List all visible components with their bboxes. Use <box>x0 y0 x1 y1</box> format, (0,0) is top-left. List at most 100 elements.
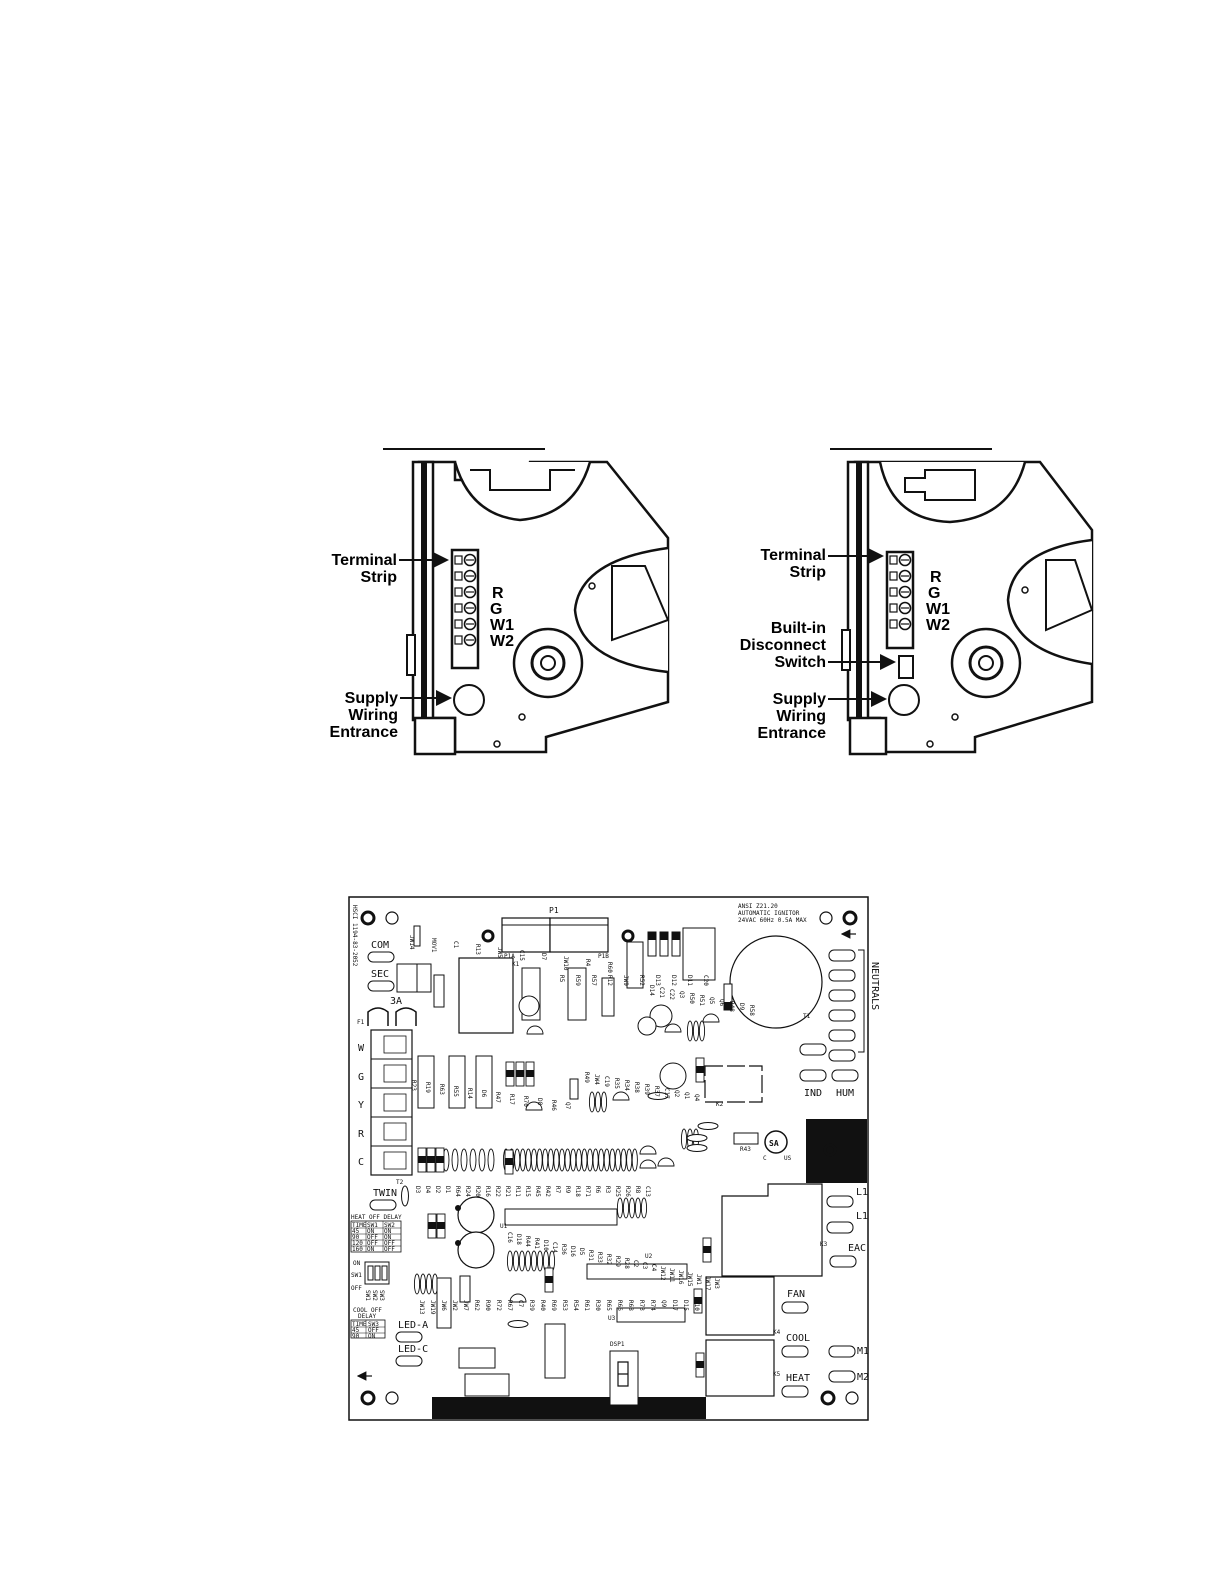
component-label: R36 <box>560 1244 567 1255</box>
right-disconnect-label-1: Built-in <box>771 620 826 637</box>
label-t2: T2 <box>396 1179 404 1186</box>
dip-sw-1: SW1 <box>364 1290 371 1301</box>
r19 <box>448 1055 466 1109</box>
resistor <box>631 1148 638 1172</box>
heat-delay-cell: ON <box>384 1234 392 1241</box>
component-label: C22 <box>668 989 675 1000</box>
pad-heat <box>781 1385 809 1398</box>
csa-mark-text: SA <box>769 1139 779 1148</box>
component-label: JW12 <box>659 1266 666 1281</box>
terminal-square <box>454 555 463 565</box>
dip-on: ON <box>353 1260 361 1267</box>
diode-band <box>505 1158 513 1165</box>
component-label: R57 <box>590 975 597 986</box>
component-label: JW16 <box>677 1270 684 1285</box>
dip-off: OFF <box>351 1285 362 1292</box>
component-label: JW19 <box>429 1300 436 1315</box>
component-label: C4 <box>650 1264 657 1272</box>
diode-band <box>696 1066 704 1073</box>
left-port-inner <box>611 565 670 642</box>
component-label: D2 <box>434 1186 441 1194</box>
component-label: R68 <box>627 1300 634 1311</box>
label-p1: P1 <box>549 906 559 915</box>
right-term-w2: W2 <box>926 617 950 634</box>
component-label: R70 <box>522 1096 529 1107</box>
component-label: JW2 <box>451 1300 458 1311</box>
board-header-1: ANSI Z21.20 <box>738 903 778 910</box>
label-fan: FAN <box>787 1289 805 1300</box>
jw-block <box>436 1277 452 1329</box>
board-black-block <box>806 1119 867 1183</box>
terminal-square <box>454 619 463 629</box>
component-label: Q7 <box>564 1102 571 1110</box>
pad-led-c <box>395 1355 423 1367</box>
component-label: C13 <box>644 1186 651 1197</box>
diode-row-left <box>417 1013 720 1378</box>
r69-block <box>544 1323 566 1379</box>
label-sec: SEC <box>371 969 389 980</box>
component-label: D7 <box>540 953 547 961</box>
csa-us: US <box>784 1155 792 1162</box>
resistor <box>581 1148 588 1172</box>
resistor <box>506 1250 514 1272</box>
r52-block <box>626 941 644 989</box>
transistor <box>526 1025 544 1035</box>
r13 <box>433 974 445 1008</box>
pad-led-a <box>395 1331 423 1343</box>
cap-c15 <box>518 995 540 1017</box>
component-label: JW13 <box>418 1300 425 1315</box>
right-supply-label-1: Supply <box>773 691 826 708</box>
terminal-square <box>889 603 898 613</box>
right-terminal-label-1: Terminal <box>761 547 827 564</box>
seven-seg <box>617 1361 629 1387</box>
label-k3: K3 <box>820 1241 828 1248</box>
diode-band <box>516 1070 524 1077</box>
component-label: Q3 <box>678 991 685 999</box>
component-label: R30 <box>594 1300 601 1311</box>
neutral-pad <box>828 1009 856 1022</box>
component-label: R26 <box>624 1186 631 1197</box>
left-screw-b <box>493 740 501 748</box>
heat-delay-cell: OFF <box>367 1240 378 1247</box>
display-dsp1 <box>609 1350 639 1406</box>
resistor <box>514 1148 521 1172</box>
term-g: G <box>358 1072 364 1083</box>
pad-twin <box>369 1199 397 1211</box>
component-label: C1 <box>452 941 459 949</box>
diode-band <box>428 1222 436 1229</box>
resistor <box>519 1148 526 1172</box>
dip-sw-3: SW3 <box>378 1290 385 1301</box>
component-label: R29 <box>614 1256 621 1267</box>
left-term-r: R <box>492 585 504 602</box>
r-block-tall <box>569 1078 579 1100</box>
component-label: D15 <box>682 1300 689 1311</box>
resistor <box>698 1020 706 1042</box>
component-label: R35 <box>613 1078 620 1089</box>
diode-band <box>437 1222 445 1229</box>
diode-band <box>436 1156 444 1163</box>
dip-switch: ON SW1 OFF SW1 SW2 SW3 <box>351 1260 390 1301</box>
component-label: D8 <box>536 1098 543 1106</box>
relay-k3 <box>721 1183 823 1277</box>
right-port-inner <box>1045 559 1094 632</box>
right-disconnect-label-3: Switch <box>774 654 826 671</box>
component-label: R4 <box>584 959 591 967</box>
component-label: JW11 <box>668 1268 675 1283</box>
component-label: R66 <box>616 1300 623 1311</box>
transistor <box>509 1293 527 1303</box>
mounting-holes <box>360 910 859 1406</box>
neutral-pads <box>799 949 856 1062</box>
cool-delay-cell: 45 <box>352 1327 360 1334</box>
left-port-screw <box>588 582 596 590</box>
resistor <box>697 1122 719 1130</box>
pad-m1 <box>828 1345 856 1358</box>
component-label: R58 <box>748 1005 755 1016</box>
component-label: D4 <box>424 1186 431 1194</box>
pad-sec <box>367 980 395 992</box>
component-label: R48 <box>728 1001 735 1012</box>
component-label: R69 <box>550 1300 557 1311</box>
resistor <box>564 1148 571 1172</box>
transistor <box>639 1159 657 1169</box>
component-label: D1 <box>444 1186 451 1194</box>
component-label: D12 <box>670 975 677 986</box>
